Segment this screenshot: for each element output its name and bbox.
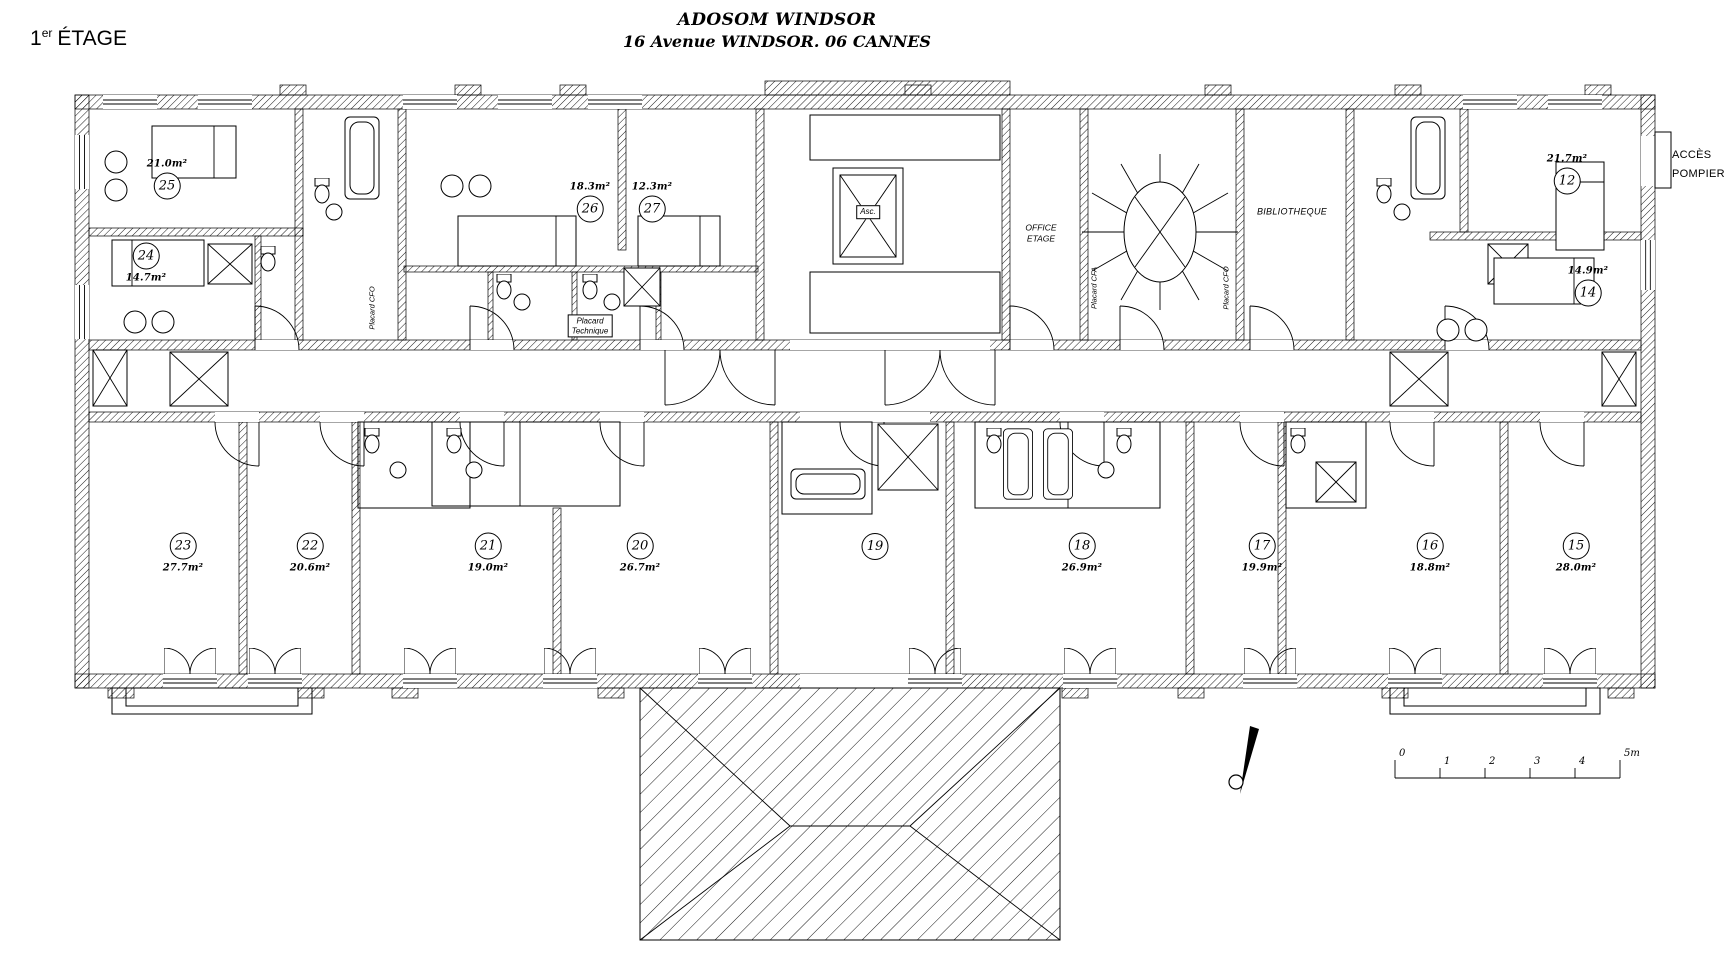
room-number-badge: 20 — [626, 532, 654, 560]
room-area-label: 20.6m² — [289, 562, 331, 574]
scale-tick-3: 3 — [1534, 756, 1541, 767]
building-name: ADOSOM WINDSOR — [677, 10, 877, 30]
scale-end-label: 5m — [1624, 748, 1640, 759]
elevator-label: Asc. — [856, 205, 880, 219]
room-number-badge: 19 — [861, 533, 889, 560]
bibliotheque-label: BIBLIOTHEQUE — [1256, 206, 1328, 217]
room-number-badge: 14 — [1574, 279, 1602, 307]
placard-cfa-label: Placard CFA — [1089, 267, 1099, 309]
room-number-badge: 25 — [153, 172, 181, 200]
room-area-label: 21.7m² — [1546, 153, 1588, 165]
room-area-label: 26.7m² — [619, 562, 661, 574]
elevator-stair-core — [809, 114, 1001, 334]
room-number-badge: 17 — [1248, 532, 1276, 560]
placard-cfo-right-label: Placard CFO — [1221, 266, 1231, 310]
room-15: 15 28.0m² — [1555, 532, 1597, 574]
terraces — [111, 687, 1601, 715]
room-26: 18.3m² 26 — [570, 182, 611, 223]
room-25: 21.0m² 25 — [147, 159, 188, 200]
floor-word: ÉTAGE — [57, 27, 127, 50]
wall-openings — [75, 95, 1655, 688]
scale-tick-0: 0 — [1399, 748, 1406, 759]
fire-access-label: ACCÈS POMPIER — [1672, 149, 1725, 180]
room-21: 21 19.0m² — [467, 532, 509, 574]
room-area-label: 28.0m² — [1555, 562, 1597, 574]
floor-title: 1er ÉTAGE — [30, 26, 127, 51]
room-number-badge: 26 — [576, 195, 604, 223]
room-number-badge: 12 — [1553, 167, 1581, 195]
room-area-label: 14.7m² — [125, 272, 167, 284]
fire-access-landing — [1654, 131, 1672, 189]
room-number-badge: 24 — [132, 242, 160, 270]
office-etage-label: OFFICE ETAGE — [1025, 222, 1057, 243]
compass-needle-icon — [1228, 726, 1259, 794]
roof-canopy — [639, 687, 1061, 941]
room-area-label: 21.0m² — [146, 158, 188, 170]
scale-tick-2: 2 — [1489, 756, 1496, 767]
floor-ordinal: er — [41, 26, 53, 40]
winding-stair — [1082, 154, 1238, 310]
room-number-badge: 18 — [1068, 532, 1096, 560]
bathroom-blocks — [357, 421, 1367, 515]
placard-technique-label: Placard Technique — [567, 314, 613, 338]
scale-bar — [1394, 760, 1621, 779]
room-area-label: 18.8m² — [1409, 562, 1451, 574]
room-number-badge: 27 — [638, 195, 666, 223]
room-number-badge: 16 — [1416, 532, 1444, 560]
room-14: 14.9m² 14 — [1568, 266, 1609, 307]
room-23: 23 27.7m² — [162, 532, 204, 574]
room-20: 20 26.7m² — [619, 532, 661, 574]
floor-number: 1 — [30, 27, 42, 50]
room-area-label: 14.9m² — [1567, 265, 1609, 277]
room-16: 16 18.8m² — [1409, 532, 1451, 574]
placard-cfo-left-label: Placard CFO — [367, 286, 377, 330]
room-number-badge: 15 — [1562, 532, 1590, 560]
room-area-label: 12.3m² — [631, 181, 673, 193]
scale-tick-4: 4 — [1579, 756, 1586, 767]
room-area-label: 18.3m² — [569, 181, 611, 193]
room-18: 18 26.9m² — [1061, 532, 1103, 574]
room-19: 19 — [861, 533, 889, 567]
room-22: 22 20.6m² — [289, 532, 331, 574]
plan-title: ADOSOM WINDSOR 16 Avenue WINDSOR. 06 CAN… — [623, 10, 931, 51]
room-number-badge: 22 — [296, 532, 324, 560]
room-number-badge: 23 — [169, 532, 197, 560]
fixtures-furniture — [104, 116, 1605, 500]
room-24: 24 14.7m² — [125, 242, 167, 284]
building-address: 16 Avenue WINDSOR. 06 CANNES — [623, 32, 931, 51]
room-12: 21.7m² 12 — [1547, 154, 1588, 195]
scale-tick-1: 1 — [1444, 756, 1451, 767]
room-area-label: 19.9m² — [1241, 562, 1283, 574]
room-area-label: 19.0m² — [467, 562, 509, 574]
room-number-badge: 21 — [474, 532, 502, 560]
room-area-label: 27.7m² — [162, 562, 204, 574]
closets-shafts — [92, 243, 1637, 503]
room-area-label: 26.9m² — [1061, 562, 1103, 574]
room-17: 17 19.9m² — [1241, 532, 1283, 574]
room-27: 12.3m² 27 — [632, 182, 673, 223]
